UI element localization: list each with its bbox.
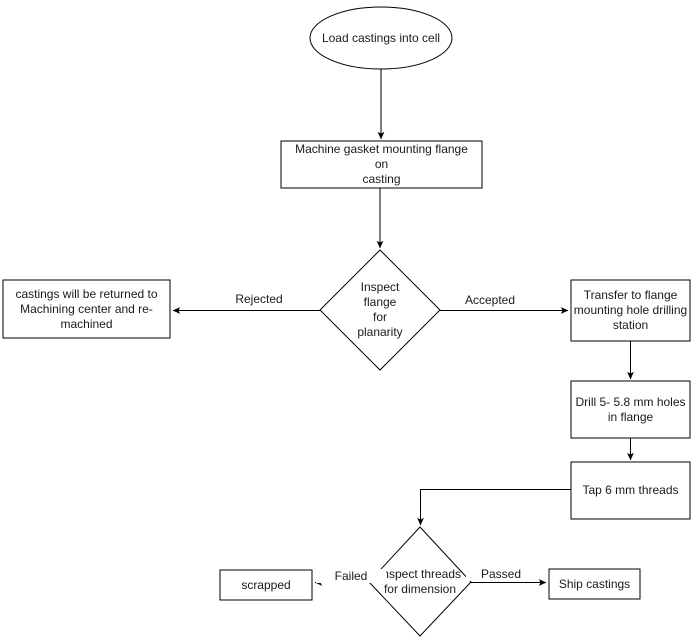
- inspect-planarity-decision-shape: [319, 249, 441, 371]
- drill-holes-process-shape: [570, 380, 691, 439]
- edge-tap-to-inspect-threads: [417, 489, 571, 526]
- return-remachine-process-shape: [2, 279, 171, 339]
- transfer-drilling-process-shape: [570, 279, 691, 342]
- inspect-threads-decision-shape: [368, 526, 472, 637]
- start-terminator-shape: [309, 6, 453, 70]
- machine-flange-process-shape: [280, 140, 483, 189]
- ship-process-shape: [548, 568, 641, 600]
- scrapped-process-shape: [219, 569, 313, 601]
- tap-threads-process-shape: [570, 461, 691, 520]
